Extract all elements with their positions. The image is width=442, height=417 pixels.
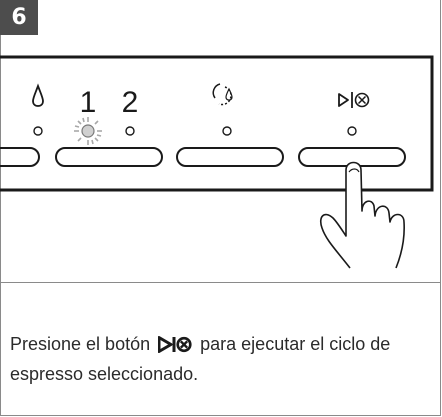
step-number-badge: 6 [0,0,38,35]
play-stop-icon [157,334,192,361]
instruction-text: Presione el botón para ejecutar el ciclo… [10,331,430,388]
section-divider [0,282,441,283]
cup-button [55,147,163,167]
control-panel-outline [0,55,434,192]
pressing-hand [319,161,405,269]
cup-2-label: 2 [122,86,139,119]
cup-1-label: 1 [80,86,97,119]
descale-button [176,147,284,167]
indicator-start [347,126,357,136]
instruction-text-after: para ejecutar el ciclo de espresso selec… [10,334,391,384]
instruction-text-before: Presione el botón [10,334,151,354]
play-stop-icon [338,92,370,108]
indicator-cup-2 [125,126,135,136]
indicator-cup-1-lit [74,117,102,145]
indicator-descale [222,126,232,136]
water-button-edge [0,147,40,167]
control-panel-illustration: 1 2 [0,55,434,269]
indicator-water [33,126,43,136]
water-drop-icon [32,83,44,107]
descale-icon [212,83,233,106]
